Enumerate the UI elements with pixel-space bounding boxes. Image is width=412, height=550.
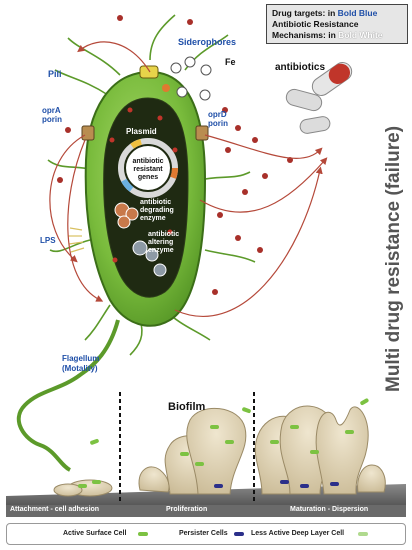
lps: [68, 227, 85, 253]
label-altering-line1: antibiotic: [148, 231, 179, 238]
bacterium: [68, 65, 209, 327]
label-degrading-line2: degrading: [140, 207, 174, 214]
stage-attachment: Attachment - cell adhesion: [10, 506, 100, 513]
siderophores: [162, 56, 212, 101]
antibiotic-capsules: [285, 62, 353, 134]
label-multi-drug-resistance: Multi drug resistance (failure): [383, 125, 404, 392]
persister-cell-icon: [234, 532, 244, 536]
oprD-porin: [195, 125, 209, 141]
label-siderophores: Siderophores: [178, 37, 236, 47]
stage-maturation: Maturation - Dispersion: [290, 506, 369, 513]
cell-legend-active: Active Surface Cell: [63, 530, 127, 537]
legend-mechanisms-line2: Mechanisms: in Bold White: [272, 30, 402, 41]
legend-bold-blue: Bold Blue: [337, 8, 378, 18]
label-antibiotics: antibiotics: [275, 62, 325, 73]
label-biofilm: Biofilm: [168, 401, 205, 413]
label-flagellum-line2: (Motality): [62, 364, 98, 373]
active-cell-icon: [138, 532, 148, 536]
legend-drug-targets: Drug targets: in Bold Blue: [272, 8, 402, 19]
degrading-enzyme: [114, 202, 139, 229]
label-genes-line3: genes: [138, 174, 158, 181]
legend-mechanisms-prefix: Mechanisms: in: [272, 30, 339, 40]
label-oprd-line2: porin: [208, 119, 228, 128]
color-legend: Drug targets: in Bold Blue Antibiotic Re…: [266, 4, 408, 44]
label-plasmid: Plasmid: [126, 127, 157, 136]
biofilm-cells: [78, 398, 369, 488]
oprA-porin: [81, 125, 95, 141]
legend-drug-targets-prefix: Drug targets: in: [272, 8, 338, 18]
label-altering-line2: altering: [148, 239, 173, 246]
label-opra-line2: porin: [42, 115, 62, 124]
label-degrading-line1: antibiotic: [140, 199, 171, 206]
label-degrading-line3: enzyme: [140, 215, 166, 222]
label-fe: Fe: [225, 57, 236, 67]
label-genes-line1: antibiotic: [132, 158, 163, 165]
cell-legend-deep: Less Active Deep Layer Cell: [251, 530, 345, 537]
altering-enzyme: [132, 240, 167, 277]
flagellum: [16, 319, 120, 472]
label-altering-line3: enzyme: [148, 247, 174, 254]
cell-legend-persister: Persister Cells: [179, 530, 228, 537]
label-oprd-line1: oprD: [208, 110, 227, 119]
label-flagellum-line1: Flagellum: [62, 354, 99, 363]
label-pili: Pili: [48, 69, 62, 79]
stage-bar: Attachment - cell adhesion Proliferation…: [6, 505, 406, 517]
label-lps: LPS: [40, 236, 56, 245]
cell-legend: Active Surface Cell Persister Cells Less…: [6, 523, 406, 545]
legend-bold-white: Bold White: [338, 30, 383, 40]
efflux-arrows: [49, 41, 328, 317]
legend-mechanisms-line1: Antibiotic Resistance: [272, 19, 359, 29]
label-genes-line2: resistant: [133, 166, 163, 173]
label-opra-line1: oprA: [42, 106, 61, 115]
antibiotic-molecules: [57, 15, 293, 295]
stage-proliferation: Proliferation: [166, 506, 208, 513]
deep-cell-icon: [358, 532, 368, 536]
biofilm-colonies: [53, 405, 386, 497]
